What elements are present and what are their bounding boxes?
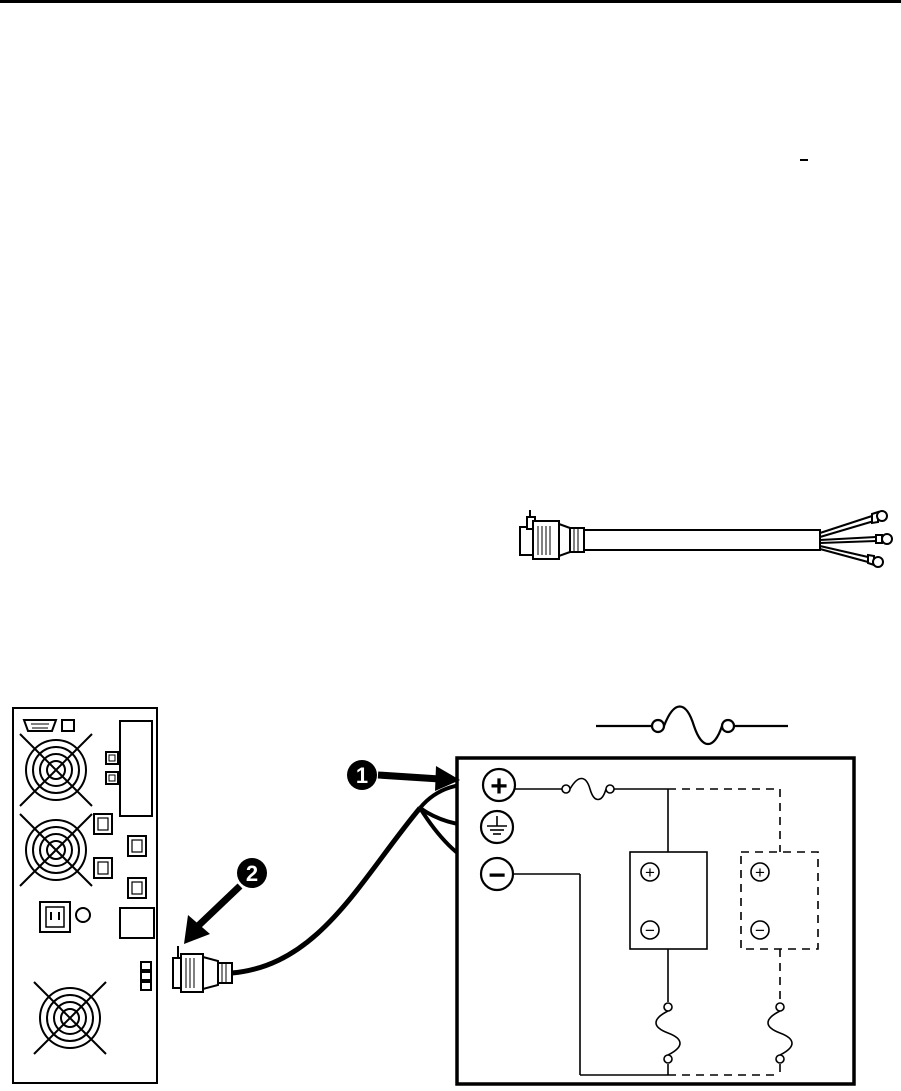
arrow-icon (378, 766, 460, 791)
callout-2: 2 (237, 858, 267, 888)
callout-1: 1 (347, 760, 377, 790)
svg-text:1: 1 (356, 763, 368, 788)
svg-text:2: 2 (246, 861, 258, 886)
arrow-icon (184, 886, 240, 944)
